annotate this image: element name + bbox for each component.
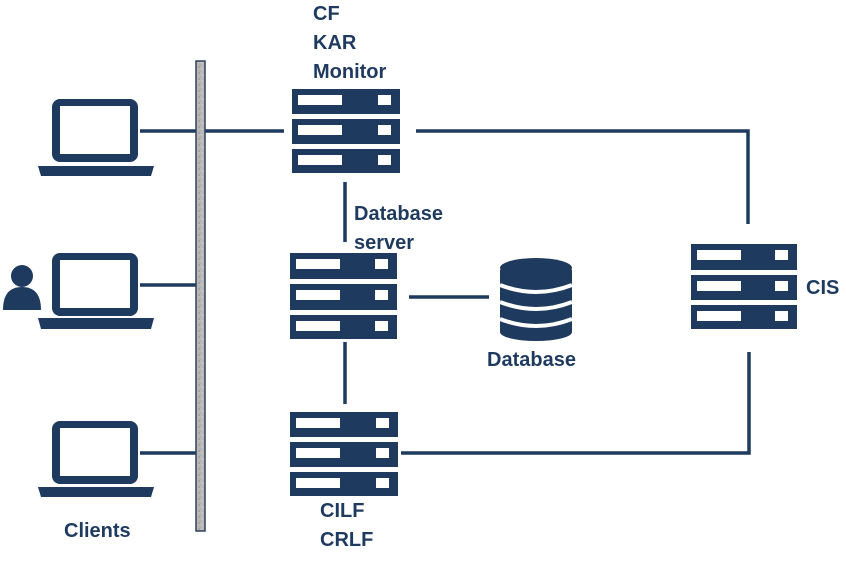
bottom-server-label-line: CILF <box>320 500 365 522</box>
clients-label: Clients <box>64 520 131 542</box>
top-server-label: CF KAR Monitor <box>313 0 386 87</box>
database-server-label-line: server <box>354 232 415 254</box>
user-icon <box>3 265 41 310</box>
link-top-server-cis <box>416 129 750 224</box>
database-label: Database <box>487 349 576 371</box>
server-rack-icon-top <box>292 89 400 173</box>
bottom-server-label-line: CRLF <box>320 529 374 551</box>
server-rack-icon-bottom <box>290 412 398 496</box>
laptop-icon <box>38 253 154 329</box>
cis-label: CIS <box>806 277 840 299</box>
database-server-label: Database server <box>354 200 443 258</box>
server-rack-icon-database-server <box>290 253 397 339</box>
laptop-icon <box>38 99 154 176</box>
connections <box>140 129 751 455</box>
database-server-label-line: Database <box>354 203 443 225</box>
bottom-server-label: CILF CRLF <box>320 497 373 555</box>
link-bottom-server-cis <box>401 352 751 455</box>
top-server-label-line: CF <box>313 3 340 25</box>
top-server-label-line: Monitor <box>313 61 387 83</box>
network-bus <box>195 60 206 532</box>
database-cylinder-icon <box>499 258 573 341</box>
laptop-icon <box>38 421 154 497</box>
server-rack-icon-cis <box>691 244 797 329</box>
top-server-label-line: KAR <box>313 32 357 54</box>
